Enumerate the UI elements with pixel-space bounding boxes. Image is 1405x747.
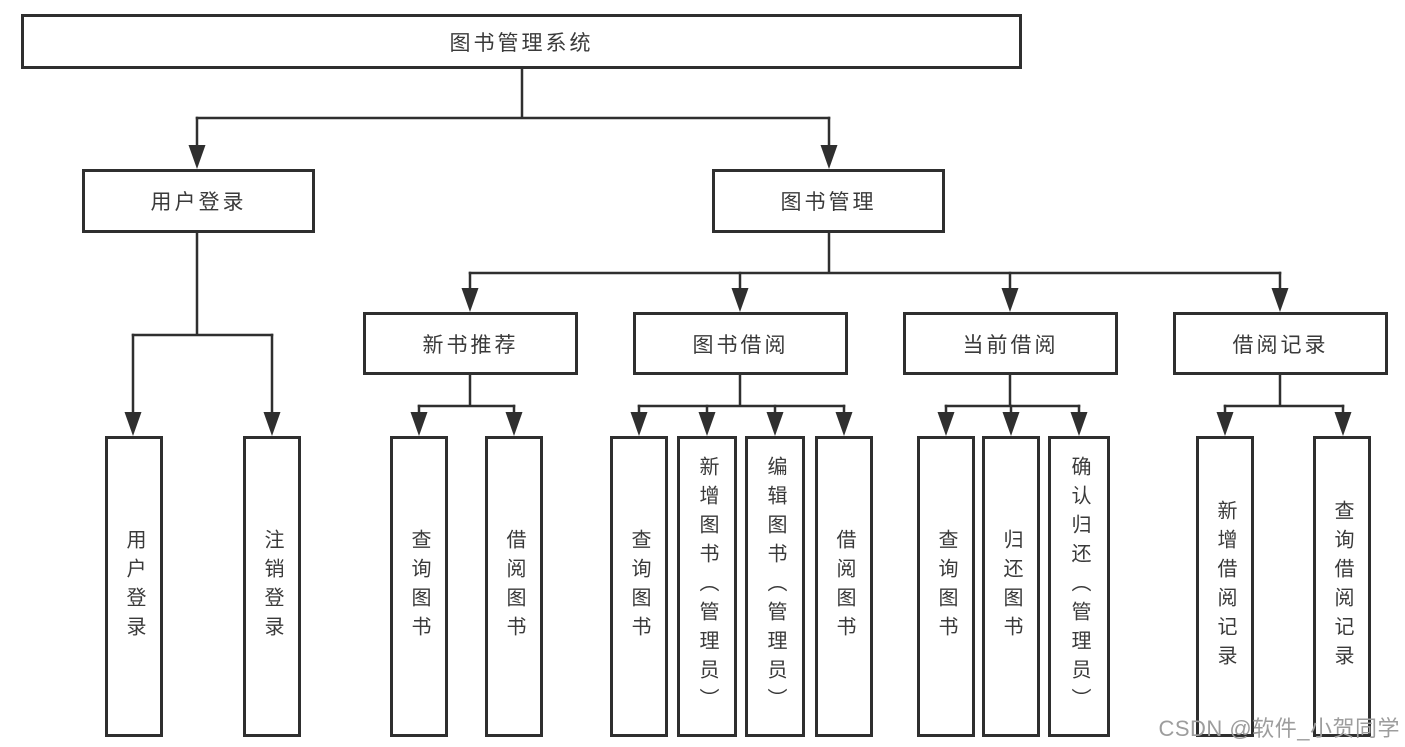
node-book-borrowing: 图书借阅 — [633, 312, 848, 375]
node-borrowing-records: 借阅记录 — [1173, 312, 1388, 375]
leaf-return-books: 归还图书 — [982, 436, 1040, 737]
node-new-book-recommendation: 新书推荐 — [363, 312, 578, 375]
leaf-add-books-admin: 新增图书（管理员） — [677, 436, 737, 737]
leaf-query-borrow-record: 查询借阅记录 — [1313, 436, 1371, 737]
leaf-query-books-borrow: 查询图书 — [610, 436, 668, 737]
csdn-watermark: CSDN @软件_小贺同学 — [1158, 716, 1400, 741]
leaf-query-books-current: 查询图书 — [917, 436, 975, 737]
leaf-borrow-books: 借阅图书 — [815, 436, 873, 737]
leaf-borrow-books-recommend: 借阅图书 — [485, 436, 543, 737]
leaf-edit-books-admin: 编辑图书（管理员） — [745, 436, 805, 737]
leaf-confirm-return-admin: 确认归还（管理员） — [1048, 436, 1110, 737]
node-library-management-system: 图书管理系统 — [21, 14, 1022, 69]
leaf-logout: 注销登录 — [243, 436, 301, 737]
node-book-management: 图书管理 — [712, 169, 945, 233]
leaf-query-books-recommend: 查询图书 — [390, 436, 448, 737]
node-current-borrowing: 当前借阅 — [903, 312, 1118, 375]
leaf-user-login: 用户登录 — [105, 436, 163, 737]
leaf-add-borrow-record: 新增借阅记录 — [1196, 436, 1254, 737]
arrowheads — [124, 145, 1352, 436]
node-user-login: 用户登录 — [82, 169, 315, 233]
